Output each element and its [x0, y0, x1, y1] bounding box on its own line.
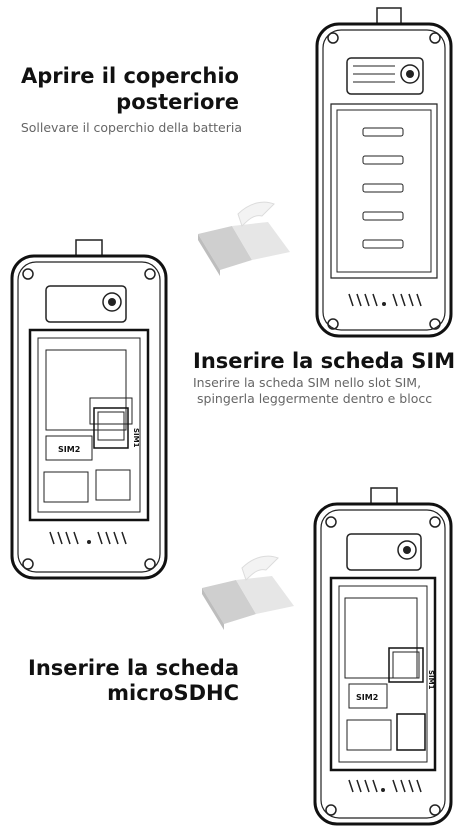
step1-subtitle: Sollevare il coperchio della batteria [20, 120, 242, 135]
step2-title: Inserire la scheda SIM [193, 349, 456, 373]
lift-arrow-icon-1 [198, 201, 290, 276]
phone-back-cover [315, 7, 453, 338]
step1-title-line2: posteriore [116, 90, 239, 114]
sim2-label-2: SIM2 [356, 693, 378, 702]
step2-subtitle-line1: Inserire la scheda SIM nello slot SIM, [193, 375, 422, 390]
sim1-label-2: SIM1 [427, 670, 435, 690]
sim1-label: SIM1 [132, 428, 140, 448]
step3-title-line2: microSDHC [107, 681, 239, 705]
lift-arrow-icon-2 [202, 555, 294, 630]
step2-subtitle-line2: spingerla leggermente dentro e blocc [197, 391, 433, 406]
step3-title-line1: Inserire la scheda [28, 656, 239, 680]
phone-open-microsd: SIM2 SIM1 [313, 487, 453, 826]
sim2-label: SIM2 [58, 445, 80, 454]
step1-title-line1: Aprire il coperchio [21, 64, 239, 88]
phone-open-sim: SIM2 SIM1 [10, 239, 168, 580]
